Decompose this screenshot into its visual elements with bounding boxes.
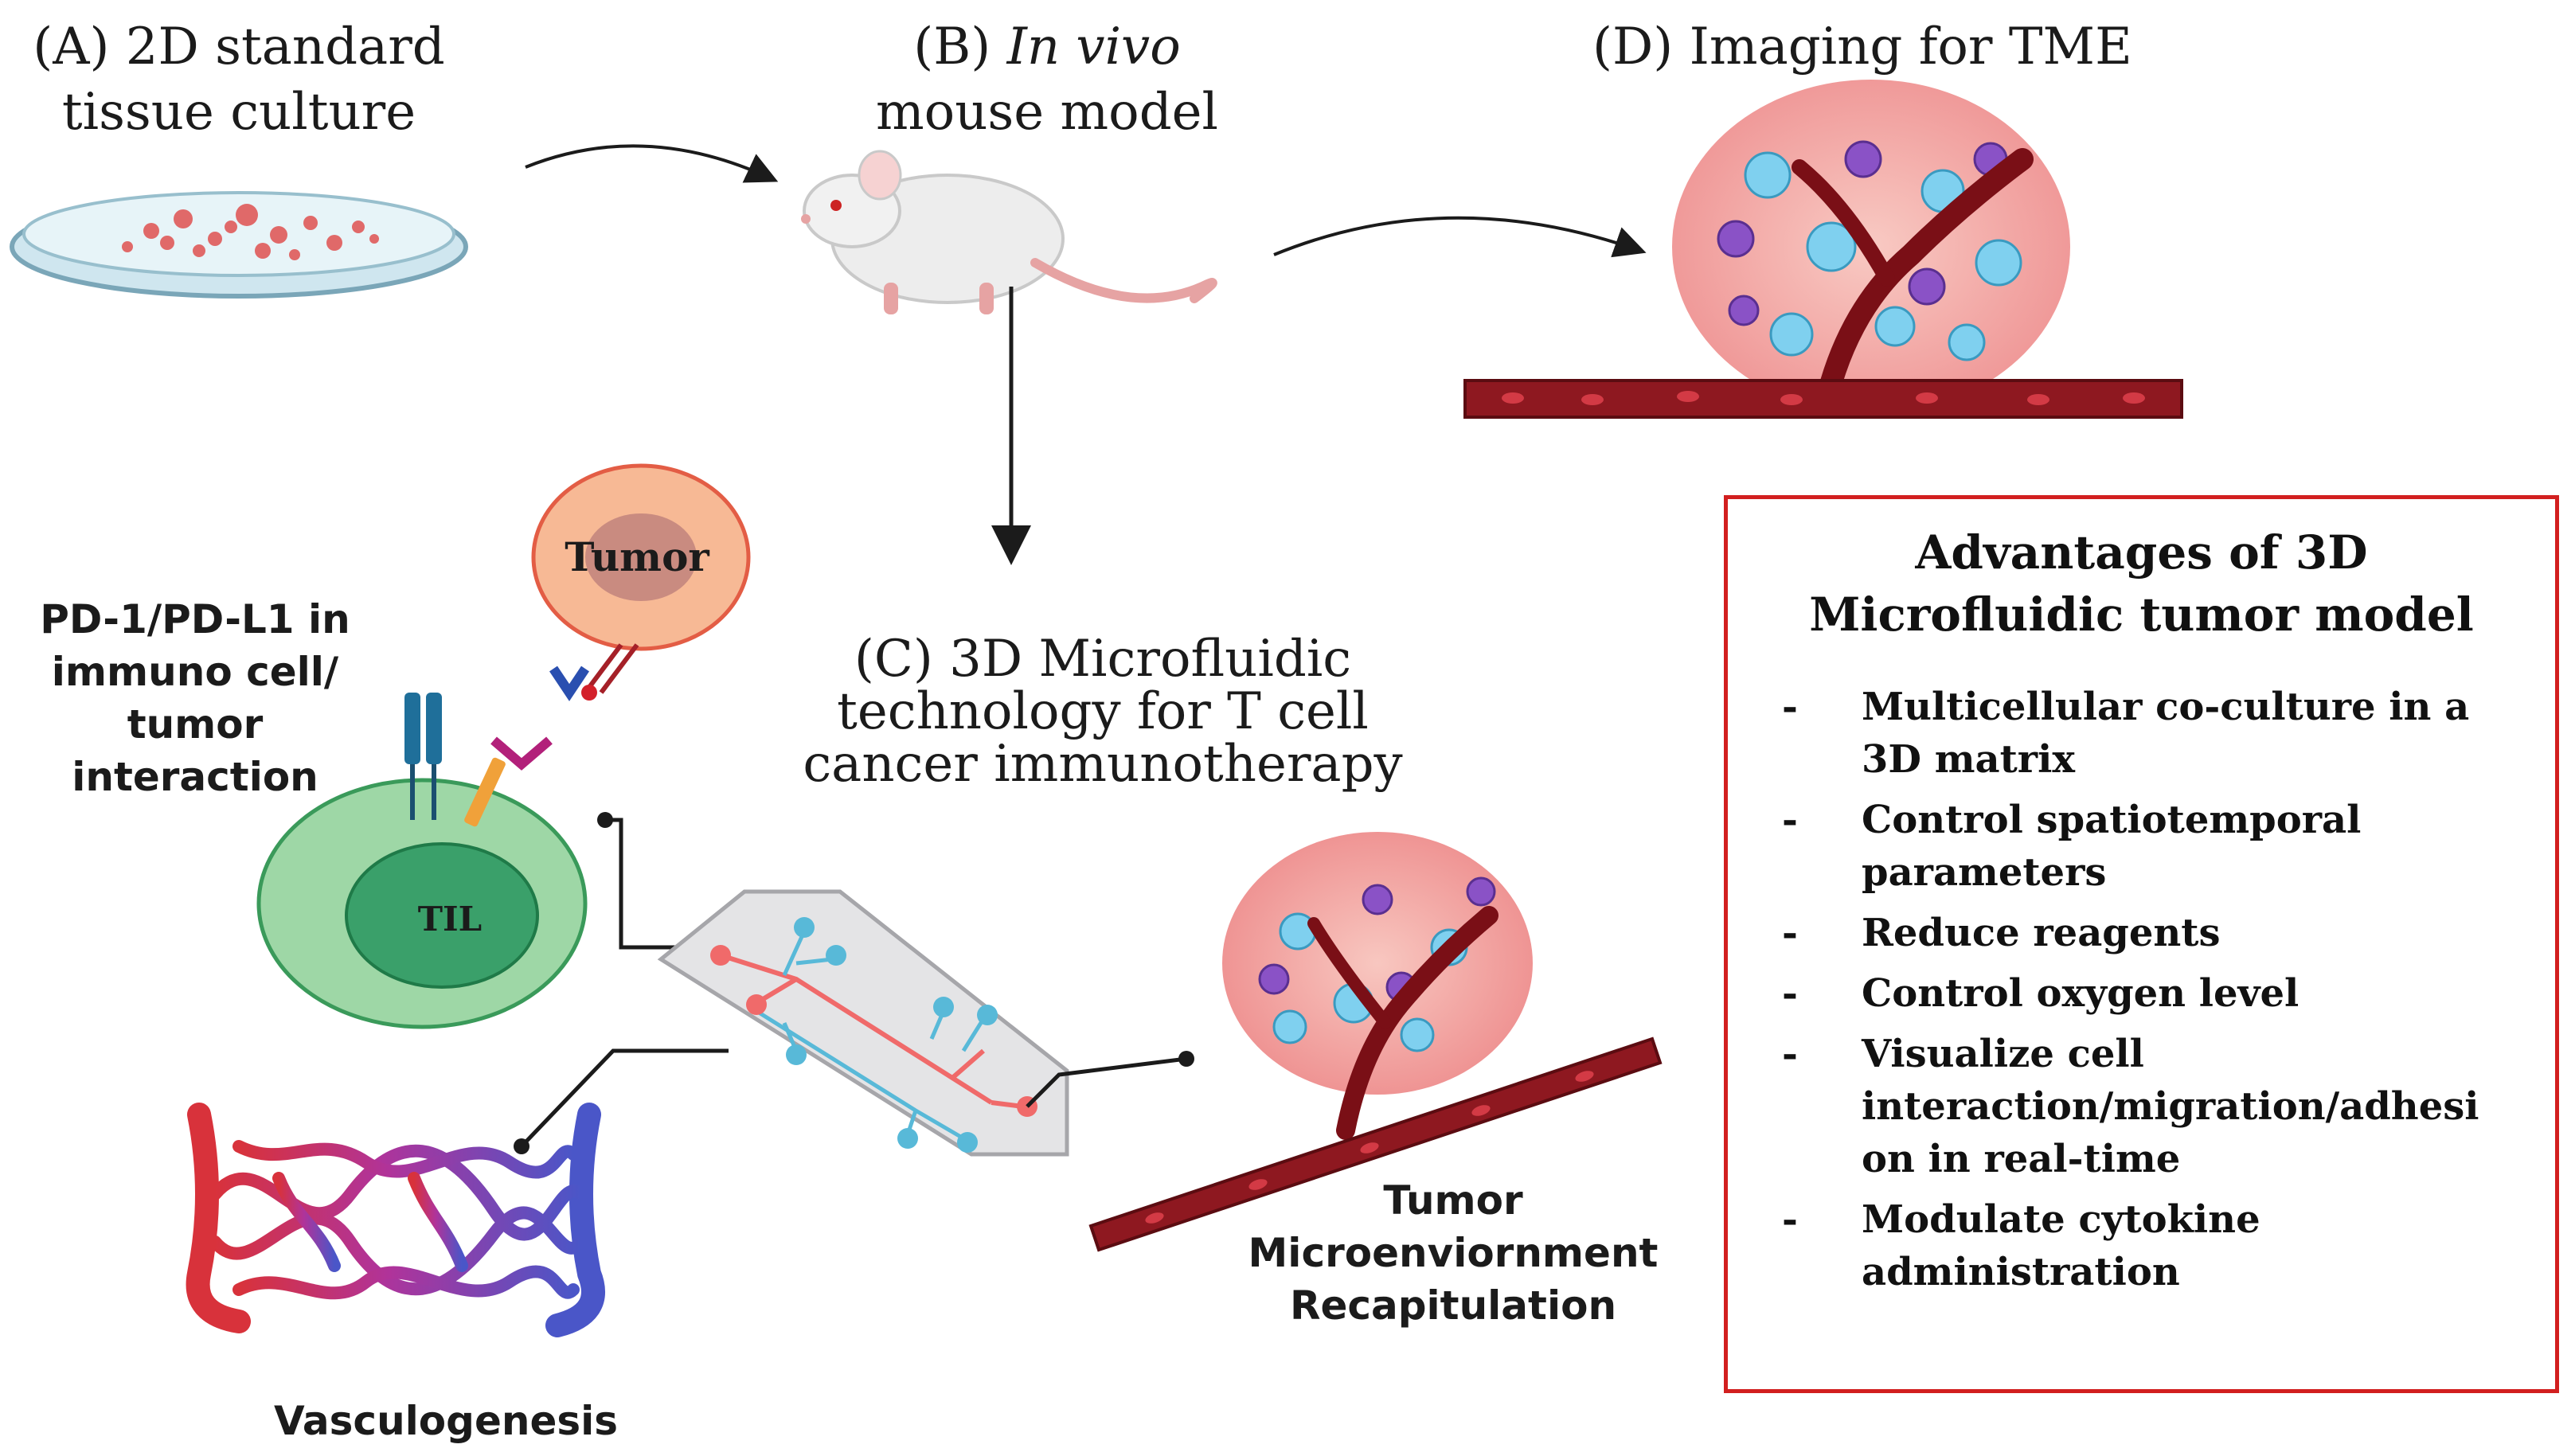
t-cell-icon [256,693,588,1029]
mouse-icon [801,150,1217,314]
microfluidic-chip-icon [657,889,1069,1157]
label-b-line1: (B) In vivo [913,18,1181,76]
arrow-b-to-d [1273,216,1647,258]
label-pd1-pdl1-interaction: PD-1/PD-L1 in immuno cell/ tumor interac… [40,596,350,800]
advantage-item: - Multicellular co-culture in a 3D matri… [1782,685,2470,782]
advantages-list: - Multicellular co-culture in a 3D matri… [1782,681,2546,1306]
advantage-item: - Control spatiotemporal parameters [1782,798,2362,895]
capillary-network-icon [186,1103,605,1337]
label-3d-microfluidic-technology: (C) 3D Microfluidic technology for T cel… [803,630,1403,794]
pd-l1-receptor-icon [549,666,597,701]
arrow-a-to-b [525,144,779,183]
petri-dish-icon [10,191,468,299]
label-2d-tissue-culture: (A) 2D standard tissue culture [33,18,445,142]
label-imaging-for-tme: (D) Imaging for TME [1592,18,2132,76]
advantage-item: - Reduce reagents [1782,911,2221,955]
connector-vessel-chip [520,1048,729,1148]
tumor-cell-icon [531,463,751,701]
label-tumor: Tumor [565,533,709,580]
label-til: TIL [417,900,483,939]
advantages-box: Advantages of 3D Microfluidic tumor mode… [1724,495,2559,1393]
antibody-icon [464,736,553,827]
label-tme-recapitulation: Tumor Microenviornment Recapitulation [1248,1177,1659,1329]
connector-chip-tme [1026,1056,1187,1108]
tumor-microenvironment-icon [1463,80,2183,419]
advantage-item: - Control oxygen level [1782,971,2300,1016]
label-in-vivo-mouse-model: (B) In vivo mouse model [824,14,1270,145]
pd-1-receptor-icon [404,693,442,820]
tumor-microenvironment-recapitulation-icon [1088,832,1663,1252]
advantages-title: Advantages of 3D Microfluidic tumor mode… [1809,525,2474,642]
advantage-item: - Visualize cell interaction/migration/a… [1782,1032,2479,1181]
advantage-item: - Modulate cytokine administration [1782,1197,2260,1294]
label-vasculogenesis: Vasculogenesis [273,1398,619,1444]
